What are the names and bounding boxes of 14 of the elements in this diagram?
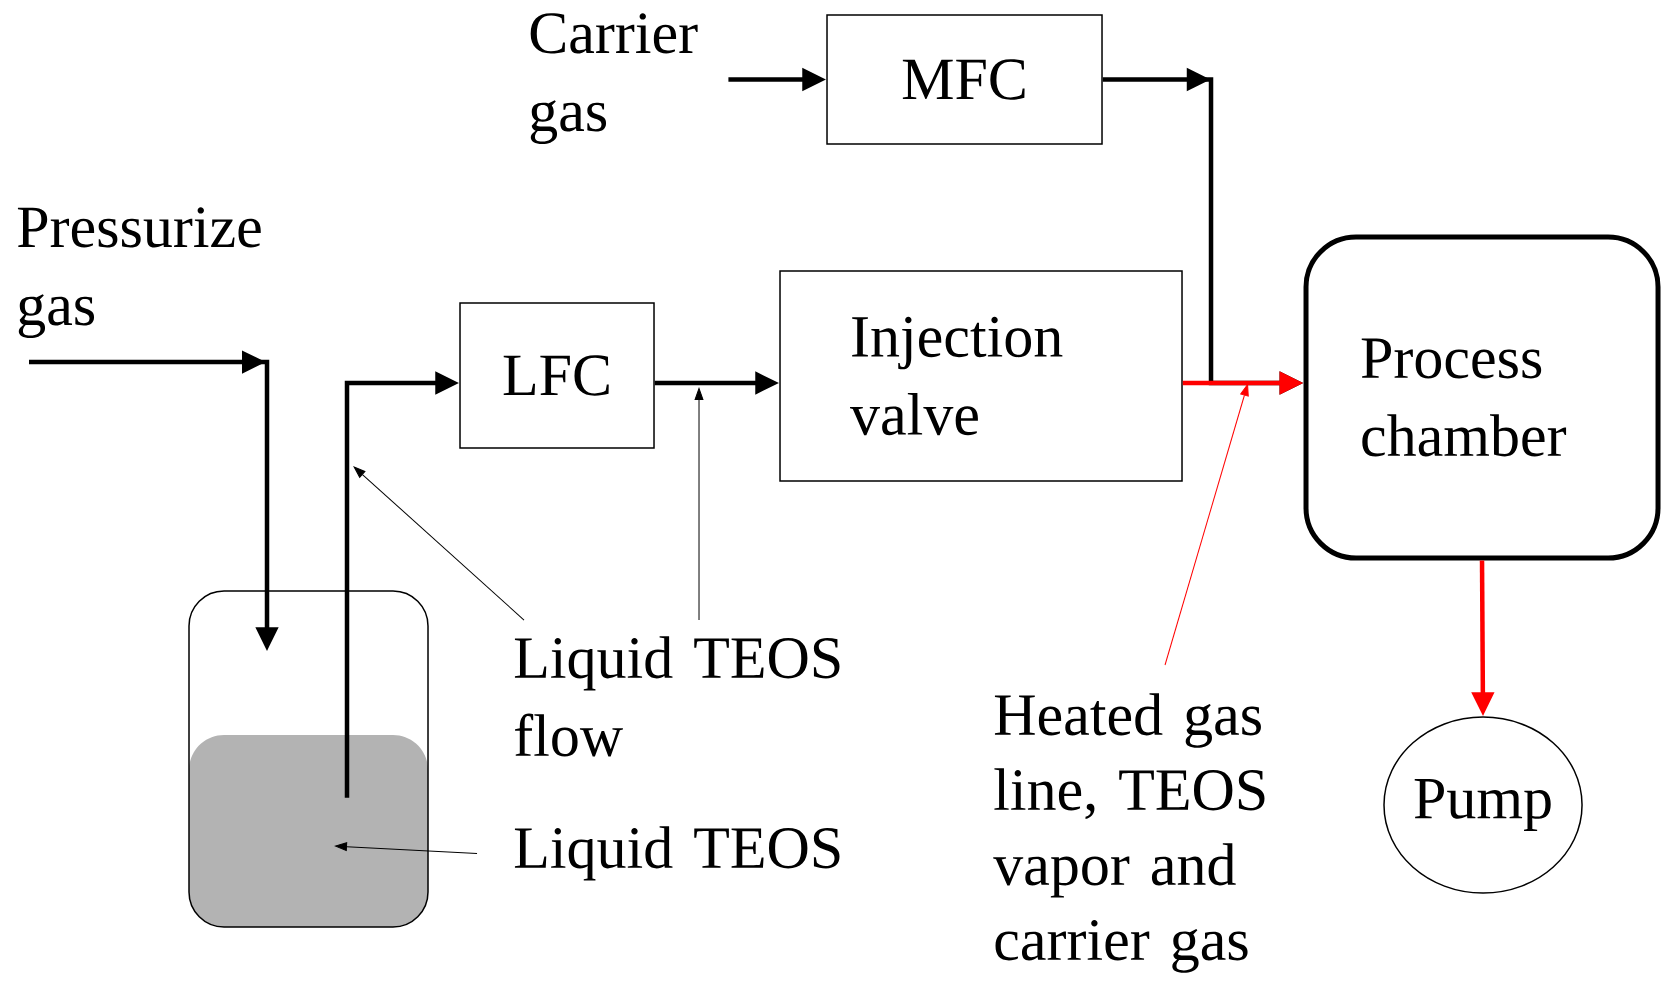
callout-text: Liquid TEOS [514, 826, 840, 881]
liquid-tank [188, 590, 429, 928]
leader-line [1164, 383, 1249, 666]
inlet-label: Carrier gas [530, 13, 698, 144]
valve-box: Injection valve [779, 270, 1183, 482]
leader-line [694, 388, 704, 621]
callout-text: Heated gas line, TEOS vapor and carrier gas [993, 693, 1265, 973]
chamber-box: Process chamber [1303, 234, 1661, 561]
controller-box: MFC [826, 14, 1103, 145]
controller-box: LFC [459, 302, 655, 449]
leader-line [335, 842, 478, 854]
leader-line [353, 466, 525, 621]
inlet-label: Pressurize gas [17, 207, 261, 338]
callout-text: Liquid TEOS flow [514, 636, 840, 757]
